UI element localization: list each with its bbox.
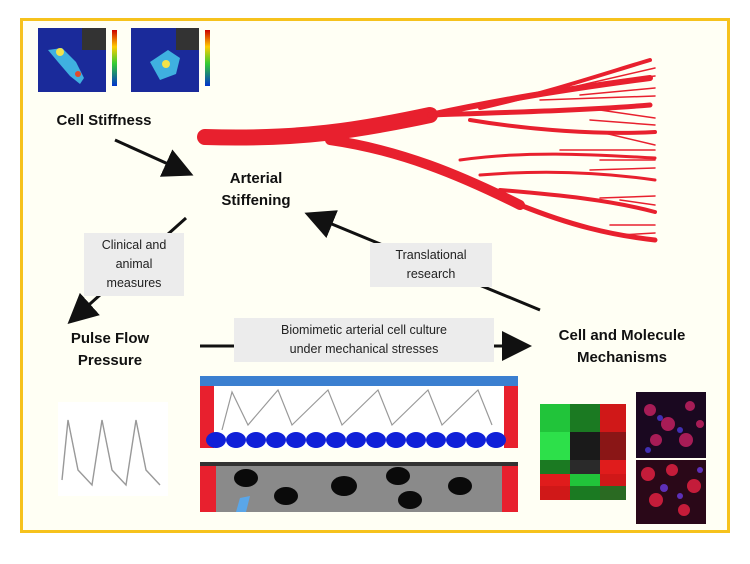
cell-molecule-mechanisms-label: Cell and Molecule Mechanisms	[534, 325, 710, 369]
translational-research-box: Translational research	[370, 243, 492, 287]
stiffness-map-2	[131, 28, 210, 92]
artery-tree	[197, 58, 658, 243]
clinical-line-3: measures	[106, 276, 162, 290]
arterial-stiffening-line-1: Arterial	[229, 170, 283, 187]
clinical-line-1: Clinical and	[101, 238, 167, 252]
arterial-stiffening-line-2: Stiffening	[221, 192, 291, 209]
pulse-line-1: Pulse Flow	[70, 330, 150, 347]
mechanisms-line-1: Cell and Molecule	[558, 327, 686, 344]
clinical-line-2: animal	[115, 257, 153, 271]
arrow-cell-to-arterial	[114, 138, 194, 177]
biomimetic-line-1: Biomimetic arterial cell culture	[280, 323, 448, 337]
translational-line-1: Translational	[395, 248, 467, 262]
pulse-flow-pressure-label: Pulse Flow Pressure	[50, 328, 170, 372]
arterial-stiffening-label: Arterial Stiffening	[196, 168, 316, 212]
fluorescence-image-2	[636, 460, 706, 524]
culture-chamber-bottom	[200, 462, 518, 512]
pulse-line-2: Pressure	[77, 352, 143, 369]
biomimetic-line-2: under mechanical stresses	[289, 342, 439, 356]
culture-chamber-top	[200, 376, 518, 448]
stiffness-map-1	[38, 28, 117, 92]
biomimetic-culture-box: Biomimetic arterial cell culture under m…	[234, 318, 494, 362]
fluorescence-image-1	[636, 392, 706, 458]
pulse-waveform	[58, 402, 168, 496]
gene-heatmap	[540, 404, 626, 500]
mechanisms-line-2: Mechanisms	[576, 349, 668, 366]
cell-stiffness-label: Cell Stiffness	[56, 112, 152, 129]
clinical-measures-box: Clinical and animal measures	[84, 233, 184, 296]
translational-line-2: research	[406, 267, 456, 281]
